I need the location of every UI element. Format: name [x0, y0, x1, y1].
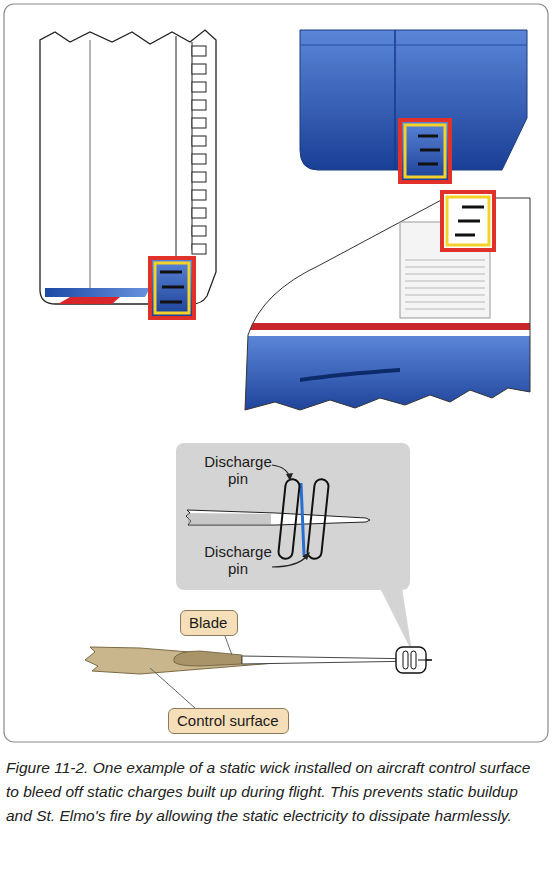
discharge-pin-label: Discharge pin — [198, 453, 278, 487]
figure-caption: Figure 11-2. One example of a static wic… — [6, 756, 546, 828]
detail-inset: Discharge pinDischarge pin — [176, 443, 410, 590]
part-label: Blade — [189, 614, 229, 632]
part-label: Control surface — [177, 712, 280, 730]
discharge-pin-label: Discharge pin — [198, 543, 278, 577]
blade-label: Blade — [180, 610, 238, 636]
control-surface-label: Control surface — [168, 708, 289, 734]
